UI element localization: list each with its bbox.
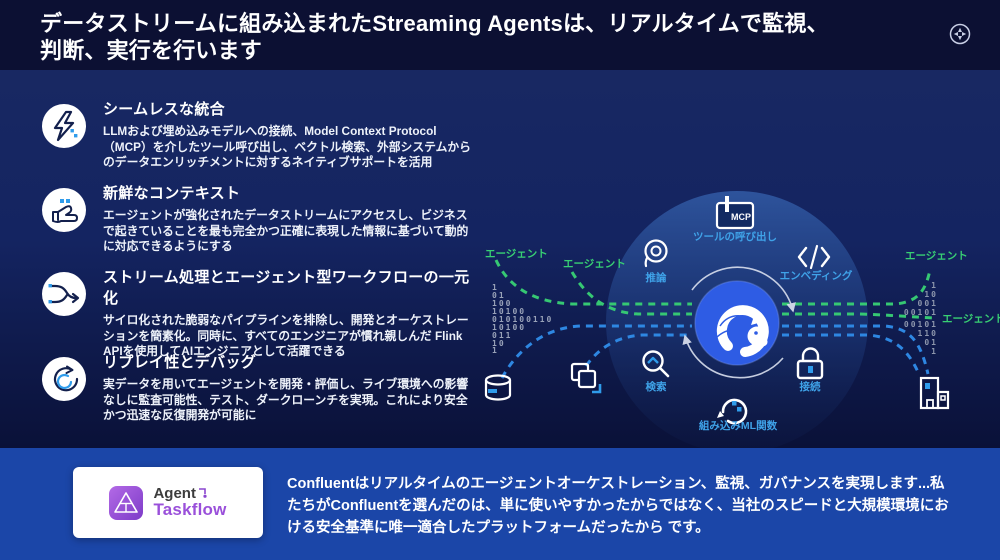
feature-icon-circle — [42, 357, 86, 401]
feature-title: リプレイ性とデバッグ — [103, 354, 257, 371]
logo-text-agent: Agent — [153, 485, 226, 502]
agent-label-left-2: エージェント — [563, 258, 626, 270]
binary-digits-line: 1 — [492, 283, 499, 292]
node-connect: 接続 — [796, 347, 824, 393]
main-section: シームレスな統合 LLMおよび埋め込みモデルへの接続、Model Context… — [0, 70, 1000, 453]
header: データストリームに組み込まれたStreaming Agentsは、リアルタイムで… — [0, 0, 1000, 70]
lock-icon — [796, 347, 824, 380]
search-icon — [642, 350, 670, 378]
feature-title: 新鮮なコンテキスト — [103, 185, 241, 202]
feature-text: シームレスな統合 LLMおよび埋め込みモデルへの接続、Model Context… — [103, 98, 475, 171]
collapse-target-icon[interactable] — [948, 22, 972, 46]
feature-item-replay-debug: リプレイ性とデバッグ 実データを用いてエージェントを開発・評価し、ライブ環境への… — [42, 351, 484, 424]
feature-item-unified-workflows: ストリーム処理とエージェント型ワークフローの一元化 サイロ化された脆弱なパイプラ… — [42, 266, 484, 360]
feature-text: リプレイ性とデバッグ 実データを用いてエージェントを開発・評価し、ライブ環境への… — [103, 351, 475, 424]
binary-digits-line: 10 — [924, 290, 938, 299]
agent-taskflow-logo-card: Agent Taskflow — [73, 467, 263, 538]
label-tool-call: ツールの呼び出し — [693, 230, 777, 243]
feature-body: 実データを用いてエージェントを開発・評価し、ライブ環境への影響なしに監査可能性、… — [103, 377, 469, 423]
binary-digits-line: 00101 — [904, 308, 938, 317]
cycle-arrows-icon — [717, 398, 748, 425]
inference-head-icon — [644, 239, 668, 268]
label-ml-functions: 組み込みML関数 — [699, 419, 778, 432]
footer: Agent Taskflow Confluentはリアルタイムのエージェントオー… — [0, 448, 1000, 560]
feature-item-fresh-context: 新鮮なコンテキスト エージェントが強化されたデータストリームにアクセスし、ビジネ… — [42, 182, 484, 255]
page-title-line2: 判断、実行を行います — [40, 38, 263, 63]
node-embedding: エンベディング — [780, 244, 853, 282]
testimonial-quote: Confluentはリアルタイムのエージェントオーケストレーション、監視、ガバナ… — [287, 476, 949, 537]
lightning-icon — [53, 110, 78, 142]
binary-digits-line: 1 — [931, 347, 938, 356]
binary-digits-line: 001 — [918, 299, 938, 308]
binary-digits-line: 10 — [492, 339, 506, 348]
taskflow-logo-text: Agent Taskflow — [153, 485, 227, 519]
replay-icon — [53, 365, 79, 392]
node-ml-functions: 組み込みML関数 — [699, 398, 778, 432]
code-brackets-icon — [797, 244, 831, 270]
database-icon — [484, 374, 512, 401]
mcp-text: MCP — [731, 212, 751, 222]
binary-digits-line: 100 — [492, 299, 512, 308]
node-tool-call: MCP ツールの呼び出し — [693, 196, 777, 243]
binary-digits-line: 011 — [492, 331, 512, 340]
taskflow-triangle-icon — [109, 485, 144, 520]
feature-text: 新鮮なコンテキスト エージェントが強化されたデータストリームにアクセスし、ビジネ… — [103, 182, 475, 255]
binary-digits-line: 1 — [492, 346, 499, 355]
agent-label-right-2: エージェント — [942, 313, 1000, 325]
binary-digits-line: 01 — [924, 338, 938, 347]
documents-copy-icon — [570, 362, 602, 394]
node-search: 検索 — [642, 350, 670, 393]
circuit-hook-icon — [198, 488, 207, 498]
node-inference: 推論 — [644, 239, 668, 284]
binary-digits-line: 110 — [918, 329, 938, 338]
binary-column-left: 1 01 100 10100 010100110 10100 011 10 1 — [492, 283, 553, 355]
agent-label-right-1: エージェント — [905, 250, 968, 262]
merge-arrows-icon — [48, 284, 80, 304]
agent-stream-paths — [494, 259, 937, 379]
feature-icon-circle — [42, 272, 86, 316]
logo-word-agent: Agent — [153, 485, 196, 502]
building-icon — [919, 376, 950, 410]
label-search: 検索 — [646, 380, 667, 393]
streaming-agents-diagram: MCP ツールの呼び出し 推論 エンベディング — [484, 191, 1000, 453]
label-inference: 推論 — [646, 271, 667, 284]
logo-text-taskflow: Taskflow — [153, 500, 227, 519]
feature-item-seamless: シームレスな統合 LLMおよび埋め込みモデルへの接続、Model Context… — [42, 98, 484, 171]
feature-text: ストリーム処理とエージェント型ワークフローの一元化 サイロ化された脆弱なパイプラ… — [103, 266, 484, 360]
binary-digits-line: 10100 — [492, 323, 526, 332]
feature-icon-circle — [42, 188, 86, 232]
flink-center-logo — [694, 280, 780, 366]
binary-digits-line: 10100 — [492, 307, 526, 316]
binary-digits-line: 00101 — [904, 320, 938, 329]
page-title: データストリームに組み込まれたStreaming Agentsは、リアルタイムで… — [40, 10, 829, 64]
hand-offering-icon — [52, 199, 78, 223]
feature-body: サイロ化された脆弱なパイプラインを排除し、開発とオーケストレーションを簡素化。同… — [103, 313, 469, 359]
binary-digits-line: 010100110 — [492, 315, 553, 324]
orbit-ring — [682, 266, 796, 379]
feature-body: LLMおよび埋め込みモデルへの接続、Model Context Protocol… — [103, 124, 471, 170]
binary-digits-line: 1 — [931, 281, 938, 290]
feature-title: シームレスな統合 — [103, 101, 225, 118]
label-embedding: エンベディング — [780, 269, 853, 282]
agent-label-left-1: エージェント — [485, 248, 548, 260]
feature-title: ストリーム処理とエージェント型ワークフローの一元化 — [103, 269, 470, 307]
binary-column-right: 1 10 001 00101 00101 110 01 1 — [904, 281, 938, 356]
feature-body: エージェントが強化されたデータストリームにアクセスし、ビジネスで起きていることを… — [103, 208, 469, 254]
feature-icon-circle — [42, 104, 86, 148]
binary-digits-line: 01 — [492, 291, 506, 300]
label-connect: 接続 — [800, 380, 821, 393]
page-title-line1: データストリームに組み込まれたStreaming Agentsは、リアルタイムで… — [40, 11, 829, 36]
